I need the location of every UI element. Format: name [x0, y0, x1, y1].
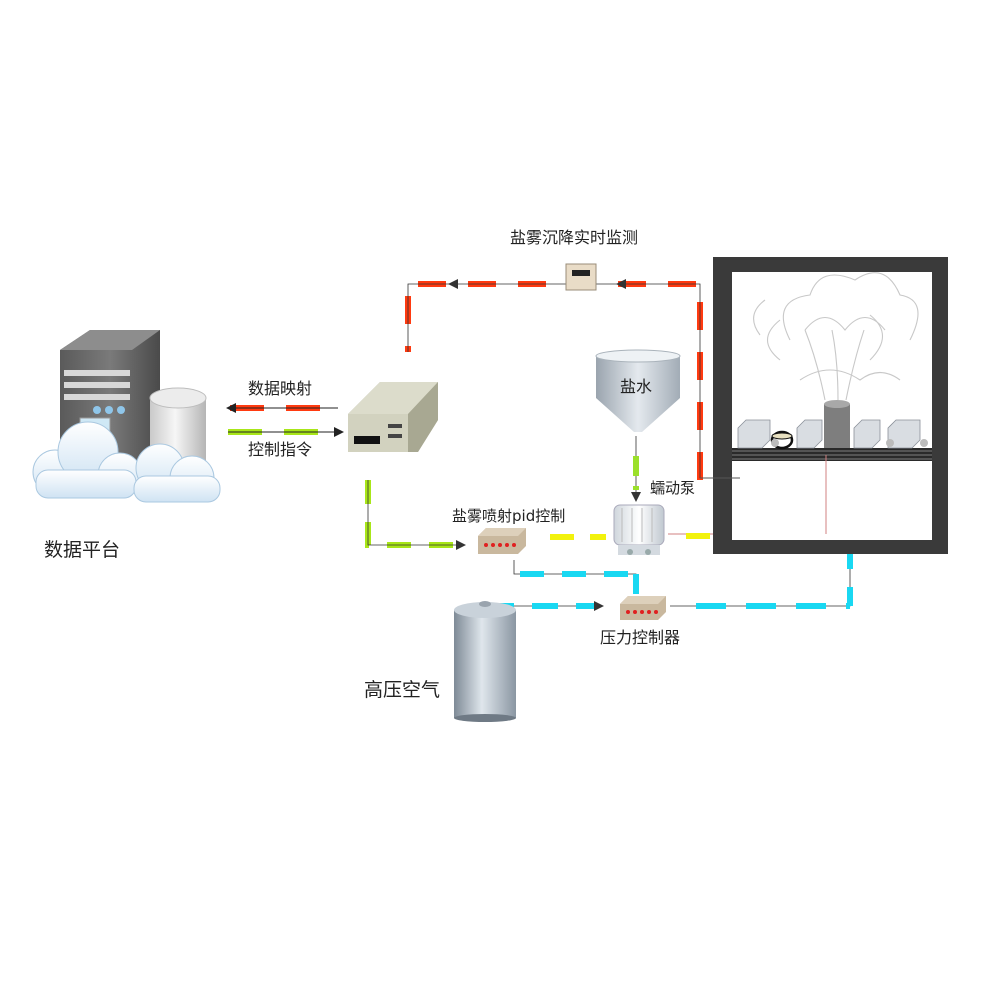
brine-label: 盐水	[620, 377, 652, 396]
brine-feed-path	[631, 436, 641, 502]
pressure-controller-icon	[620, 596, 666, 620]
salt-fog-icon	[753, 272, 919, 401]
peristaltic-pump-icon	[613, 504, 665, 555]
control-command-arrow	[228, 427, 344, 437]
spray-pid-controller-icon	[478, 528, 526, 554]
data-mapping-label: 数据映射	[248, 379, 312, 398]
control-command-label: 控制指令	[248, 440, 312, 459]
data-platform-label: 数据平台	[44, 539, 120, 561]
deposition-monitor-icon	[565, 263, 597, 291]
data-mapping-arrow	[226, 403, 338, 413]
data-platform-icon	[32, 330, 221, 503]
high-pressure-air-label: 高压空气	[364, 679, 440, 701]
spray-pid-label: 盐雾喷射pid控制	[452, 507, 565, 525]
central-controller-icon	[348, 382, 438, 452]
deposition-monitor-label: 盐雾沉降实时监测	[510, 228, 638, 247]
brine-tank-icon	[595, 349, 681, 432]
peristaltic-pump-label: 蠕动泵	[650, 479, 695, 497]
pressure-controller-label: 压力控制器	[600, 628, 680, 647]
test-chamber	[700, 257, 948, 554]
air-tank-icon	[454, 601, 516, 722]
spray-control-path	[365, 480, 466, 550]
test-samples-icon	[737, 419, 928, 450]
